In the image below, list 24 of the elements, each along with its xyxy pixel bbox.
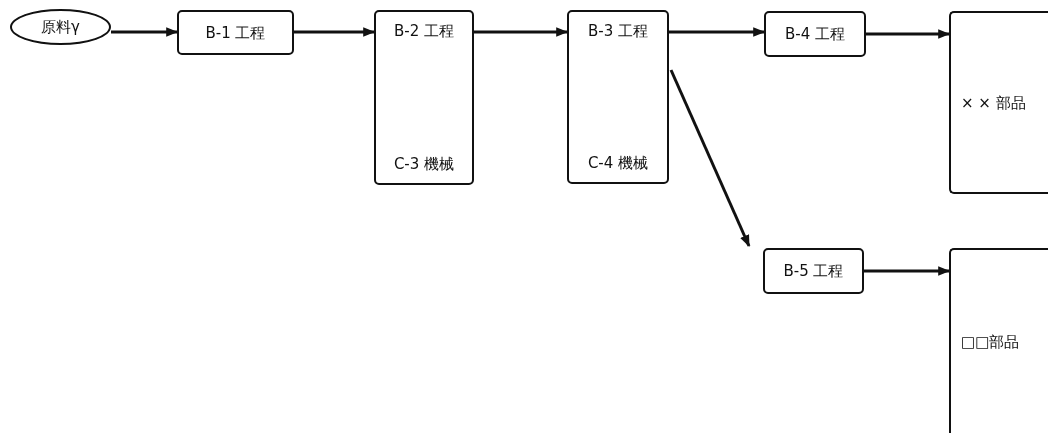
- node-label: B-2 工程: [394, 22, 454, 40]
- node-label: × × 部品: [961, 93, 1026, 112]
- node-label: B-5 工程: [783, 262, 844, 280]
- node-label: C-3 機械: [393, 155, 455, 173]
- process-box: [764, 11, 866, 57]
- process-box: [177, 10, 294, 55]
- node-label: B-4 工程: [785, 25, 845, 43]
- arrow: [866, 29, 951, 39]
- process-box: [949, 248, 1048, 433]
- process-box: [374, 10, 474, 185]
- arrow: [669, 69, 751, 248]
- process-box: [763, 248, 864, 294]
- arrow: [111, 27, 179, 37]
- node-label: 原料γ: [41, 18, 80, 36]
- process-box: [949, 11, 1048, 194]
- node-label: C-4 機械: [587, 154, 649, 172]
- arrow: [864, 266, 951, 276]
- arrow: [294, 27, 376, 37]
- arrow: [474, 27, 569, 37]
- node-label: B-1 工程: [205, 23, 266, 42]
- process-box: [567, 10, 669, 184]
- arrow: [669, 27, 766, 37]
- node-label: B-3 工程: [588, 22, 648, 40]
- node-label: □□部品: [961, 332, 1020, 351]
